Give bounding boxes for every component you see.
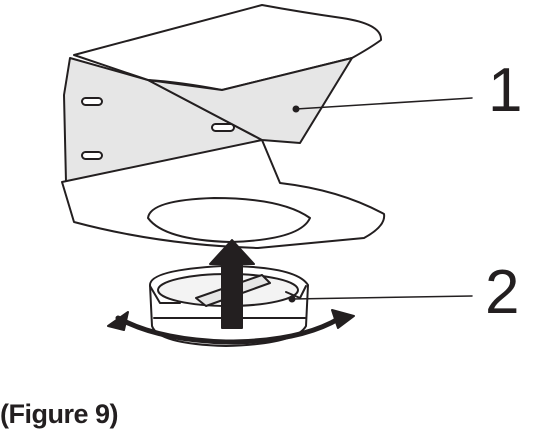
slot — [81, 151, 103, 160]
collar-tab — [149, 285, 181, 304]
rotation-arrow-icon — [115, 315, 343, 345]
installation-illustration — [61, 4, 473, 347]
slot — [81, 97, 103, 106]
collar-tab — [285, 285, 307, 299]
leader-line-1 — [295, 97, 473, 110]
leader-dot-2 — [288, 295, 296, 303]
hood-front-face — [147, 57, 353, 144]
figure-caption: (Figure 9) — [0, 399, 119, 429]
hood-part — [61, 4, 386, 249]
rotation-arrow-right-head — [331, 309, 355, 329]
slot — [211, 123, 235, 132]
callout-label-2: 2 — [485, 258, 520, 327]
tray-opening — [147, 197, 311, 243]
upward-arrow-icon — [209, 239, 255, 329]
leader-line-2 — [291, 295, 473, 300]
rotation-arrow-left-head — [107, 311, 129, 331]
callout-label-1: 1 — [488, 56, 523, 125]
leader-dot-1 — [292, 105, 300, 113]
